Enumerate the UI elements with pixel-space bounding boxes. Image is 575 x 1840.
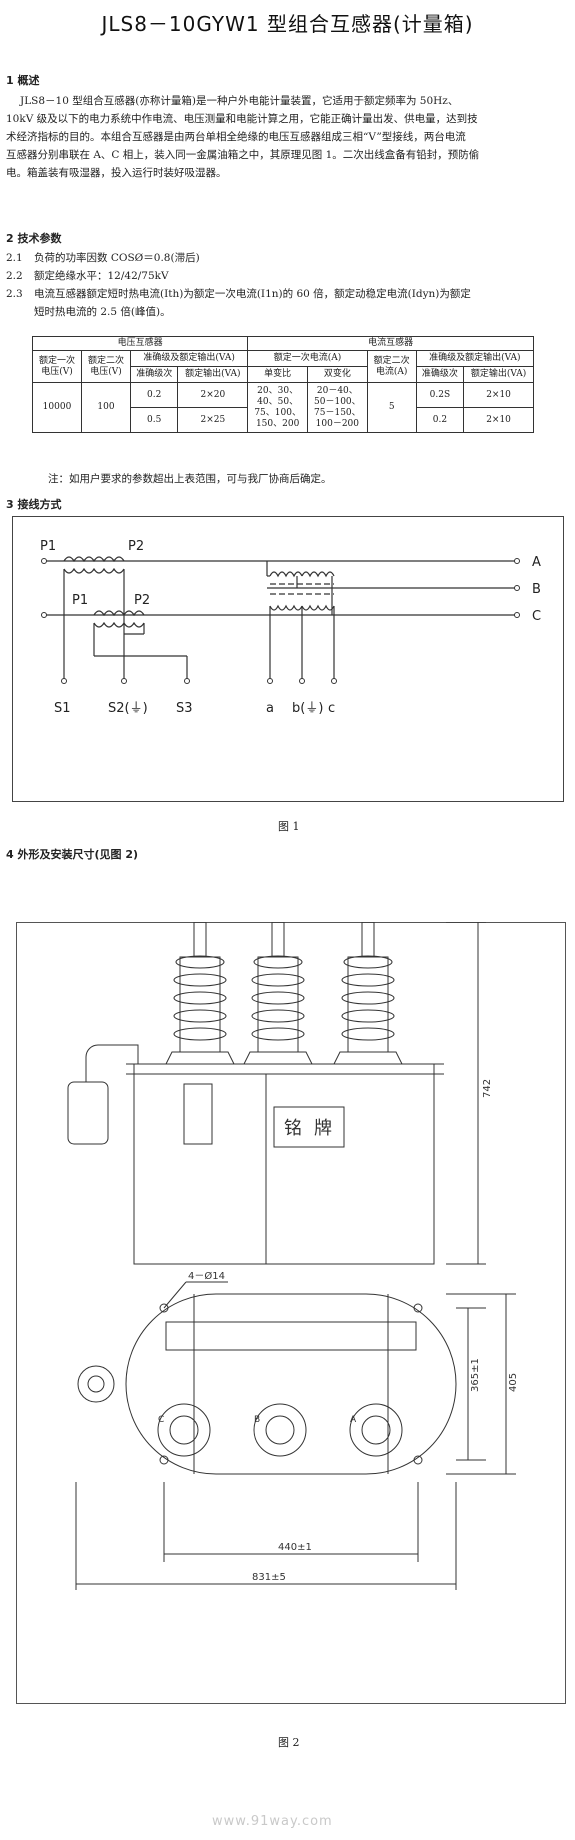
label-phase-a: A xyxy=(532,555,541,570)
label-base-c: C xyxy=(158,1415,164,1425)
nameplate-char-1: 铭 xyxy=(284,1118,302,1139)
ratio-line: 75、100、 xyxy=(254,407,301,418)
accuracy-class-header: 准确级次 xyxy=(415,366,465,383)
ct-secondary-value: 5 xyxy=(366,382,417,433)
rated-output-header: 额定输出(VA) xyxy=(177,366,249,383)
sec1-line: 10kV 级及以下的电力系统中作电流、电压测量和电能计算之用，它能正确计量出发、… xyxy=(6,113,478,125)
item-num: 2.1 xyxy=(6,252,23,264)
label-phase-c: C xyxy=(532,609,541,624)
label-s3: S3 xyxy=(176,701,193,716)
table-cell: 0.2 xyxy=(129,382,179,408)
vt-accuracy-header: 准确级及额定输出(VA) xyxy=(129,350,249,367)
item-num: 2.2 xyxy=(6,270,23,282)
dim-holes: 4－Ø14 xyxy=(188,1270,225,1282)
label-p1-mid: P1 xyxy=(72,593,88,608)
dim-hole-spacing-x: 440±1 xyxy=(278,1542,312,1553)
single-ratio-header: 单变比 xyxy=(247,366,308,383)
section-2-heading: 2 技术参数 xyxy=(6,232,62,245)
ratio-line: 40、50、 xyxy=(257,396,299,407)
table-cell: 2×10 xyxy=(463,407,534,433)
ratio-line: 75－150、 xyxy=(314,407,361,418)
dim-hole-spacing-y: 365±1 xyxy=(470,1358,481,1392)
table-cell: 2×20 xyxy=(177,382,249,408)
item-text-cont: 短时热电流的 2.5 倍(峰值)。 xyxy=(34,306,171,318)
watermark: www.91way.com xyxy=(212,1814,333,1829)
item-num: 2.3 xyxy=(6,288,23,300)
vt-header: 电压互感器 xyxy=(31,336,249,351)
table-note: 注：如用户要求的参数超出上表范围，可与我厂协商后确定。 xyxy=(48,473,332,485)
section-2-items: 2.1 负荷的功率因数 COSØ＝0.8(滞后) 2.2 额定绝缘水平：12/42/… xyxy=(6,249,572,321)
item-text: 电流互感器额定短时热电流(Ith)为额定一次电流(I1n)的 60 倍，额定动稳… xyxy=(34,288,471,300)
label-base-b: B xyxy=(254,1415,260,1425)
label-b: b(⏚) xyxy=(292,701,323,716)
table-cell: 0.2 xyxy=(415,407,465,433)
page-title: JLS8－10GYW1 型组合互感器(计量箱) xyxy=(101,12,474,36)
label-p2-top: P2 xyxy=(128,539,144,554)
ratio-line: 150、200 xyxy=(255,418,300,429)
label-p2-mid: P2 xyxy=(134,593,150,608)
table-cell: 0.5 xyxy=(129,407,179,433)
spec-table: 电压互感器 电流互感器 额定一次电压(V) 额定二次电压(V) 准确级及额定输出… xyxy=(31,336,535,433)
sec1-line: 术经济指标的目的。本组合互感器是由两台单相全绝缘的电压互感器组成三相“V”型接线… xyxy=(6,131,466,143)
section-1-heading: 1 概述 xyxy=(6,74,40,87)
dual-ratio-header: 双变化 xyxy=(306,366,368,383)
accuracy-class-header: 准确级次 xyxy=(129,366,179,383)
vt-primary-header: 额定一次电压(V) xyxy=(32,350,82,383)
ct-secondary-header: 额定二次电流(A) xyxy=(366,350,417,383)
vt-secondary-value: 100 xyxy=(81,382,131,433)
dual-ratio-values: 20－40、 50－100、 75－150、 100－200 xyxy=(306,382,368,433)
ratio-line: 20、30、 xyxy=(257,385,299,396)
outline-drawing: 铭 牌 742 4－Ø14 365±1 405 440±1 831±5 C B … xyxy=(16,922,566,1704)
section-1-body: JLS8－10 型组合互感器(亦称计量箱)是一种户外电能计量装置，它适用于额定频… xyxy=(6,92,572,182)
vt-secondary-header: 额定二次电压(V) xyxy=(81,350,131,383)
figure-2-caption: 图 2 xyxy=(278,1736,300,1749)
label-phase-b: B xyxy=(532,582,541,597)
ct-header: 电流互感器 xyxy=(247,336,534,351)
item-text: 额定绝缘水平：12/42/75kV xyxy=(34,270,169,282)
item-text: 负荷的功率因数 COSØ＝0.8(滞后) xyxy=(34,252,200,264)
table-cell: 2×10 xyxy=(463,382,534,408)
section-3-heading: 3 接线方式 xyxy=(6,498,62,511)
ratio-line: 50－100、 xyxy=(314,396,361,407)
vt-primary-value: 10000 xyxy=(32,382,82,433)
sec1-line: JLS8－10 型组合互感器(亦称计量箱)是一种户外电能计量装置，它适用于额定频… xyxy=(20,95,459,107)
single-ratio-values: 20、30、 40、50、 75、100、 150、200 xyxy=(247,382,308,433)
label-s2: S2(⏚) xyxy=(108,701,148,716)
ratio-line: 100－200 xyxy=(315,418,360,429)
sec1-line: 电。箱盖装有吸湿器，投入运行时装好吸湿器。 xyxy=(6,167,227,179)
figure-1-caption: 图 1 xyxy=(278,820,300,833)
label-base-a: A xyxy=(350,1415,357,1425)
dim-width-y: 405 xyxy=(508,1373,519,1392)
sec1-line: 互感器分别串联在 A、C 相上，装入同一金属油箱之中，其原理见图 1。二次出线盒… xyxy=(6,149,480,161)
dim-length: 831±5 xyxy=(252,1572,286,1583)
label-a: a xyxy=(266,701,274,716)
dim-height: 742 xyxy=(482,1079,493,1098)
ratio-line: 20－40、 xyxy=(316,385,358,396)
table-cell: 0.2S xyxy=(415,382,465,408)
ct-accuracy-header: 准确级及额定输出(VA) xyxy=(415,350,535,367)
section-4-heading: 4 外形及安装尺寸(见图 2) xyxy=(6,848,139,861)
rated-output-header: 额定输出(VA) xyxy=(463,366,534,383)
nameplate-char-2: 牌 xyxy=(314,1118,332,1139)
wiring-diagram: P1 P2 P1 P2 A B C S1 S2(⏚) S3 a b(⏚) c xyxy=(12,516,564,802)
label-p1-top: P1 xyxy=(40,539,56,554)
ct-primary-header: 额定一次电流(A) xyxy=(247,350,368,367)
table-cell: 2×25 xyxy=(177,407,249,433)
label-c: c xyxy=(328,701,335,716)
label-s1: S1 xyxy=(54,701,71,716)
